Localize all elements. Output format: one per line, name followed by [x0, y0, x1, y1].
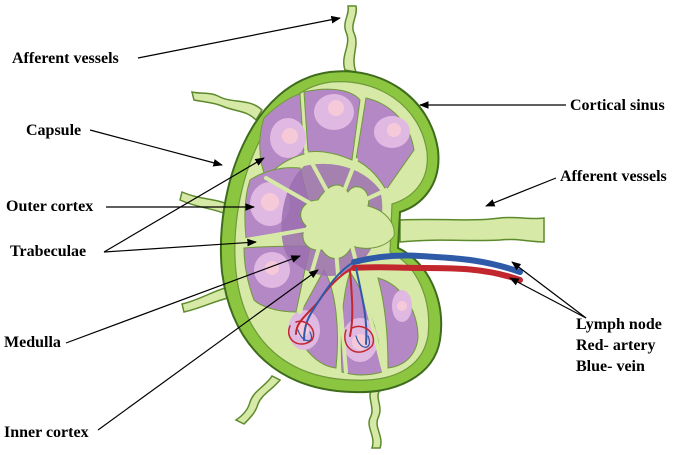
- label-medulla: Medulla: [4, 334, 61, 352]
- leader-afferent-top: [138, 18, 340, 58]
- label-afferent-vessels-right: Afferent vessels: [560, 168, 667, 186]
- germinal-center: [261, 193, 279, 211]
- afferent-vessel-right-tube: [400, 217, 544, 242]
- leader-lymph-node-2: [510, 278, 586, 318]
- label-red-artery: Red- artery: [576, 337, 656, 355]
- label-inner-cortex: Inner cortex: [4, 424, 89, 442]
- label-afferent-vessels-top: Afferent vessels: [12, 50, 119, 68]
- germinal-center: [387, 123, 401, 137]
- germinal-center: [328, 100, 344, 116]
- afferent-vessel-bottom-left: [236, 376, 280, 424]
- label-blue-vein: Blue- vein: [576, 358, 645, 376]
- label-cortical-sinus: Cortical sinus: [570, 97, 665, 115]
- label-trabeculae: Trabeculae: [10, 243, 86, 261]
- label-lymph-node: Lymph node: [576, 316, 662, 334]
- germinal-center: [282, 128, 298, 144]
- label-capsule: Capsule: [26, 122, 81, 140]
- leader-capsule: [90, 130, 222, 165]
- label-outer-cortex: Outer cortex: [6, 198, 93, 216]
- germinal-center: [397, 301, 407, 311]
- afferent-vessel-top: [344, 6, 357, 72]
- afferent-vessel-upper-left: [192, 92, 262, 120]
- afferent-vessel-bottom: [369, 388, 381, 448]
- leader-lymph-node-1: [512, 262, 586, 318]
- leader-afferent-right: [486, 178, 556, 206]
